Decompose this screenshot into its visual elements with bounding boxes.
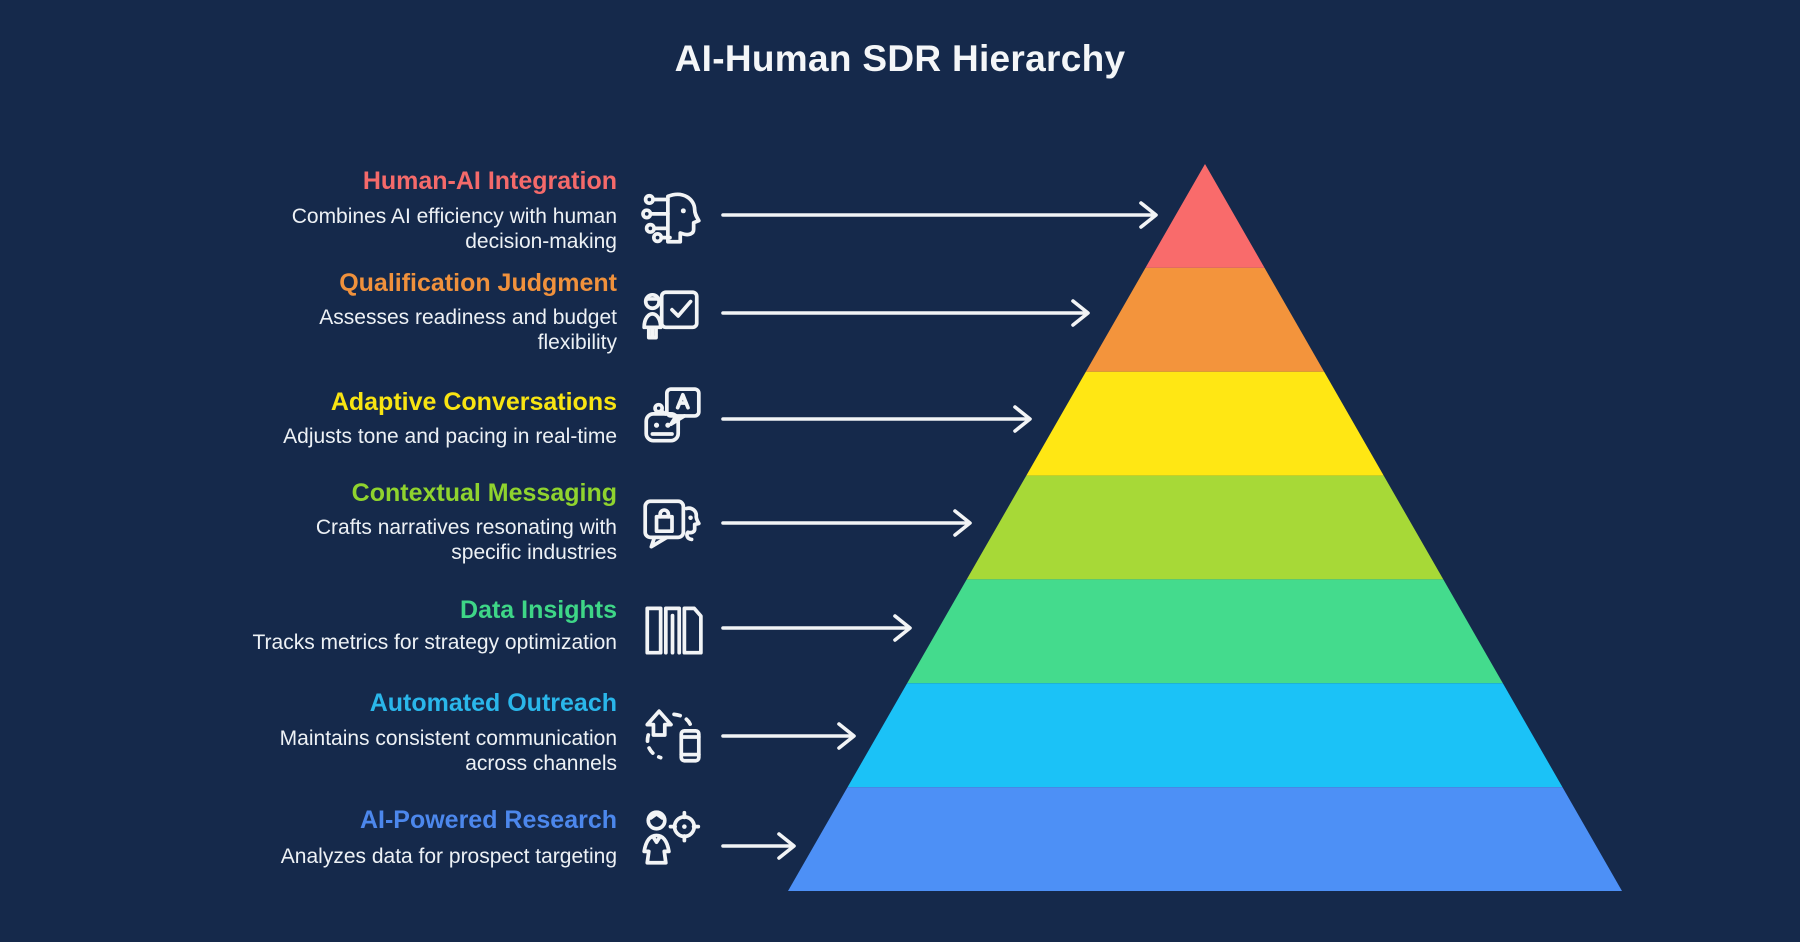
level-title: Adaptive Conversations <box>330 388 617 416</box>
level-description: Tracks metrics for strategy optimization <box>252 631 618 654</box>
message-bag-profile-icon <box>639 492 705 558</box>
level-title: Automated Outreach <box>369 689 617 717</box>
level-title: AI-Powered Research <box>359 806 617 834</box>
level-description: Crafts narratives resonating with specif… <box>315 516 617 564</box>
pyramid-band-qualification-judgment <box>1085 267 1325 372</box>
person-target-icon <box>639 805 705 871</box>
level-arrow <box>721 299 1090 327</box>
level-arrow <box>721 509 972 537</box>
pyramid-band-data-insights <box>907 579 1503 684</box>
level-description: Assesses readiness and budget flexibilit… <box>319 306 617 354</box>
bar-columns-icon <box>639 597 705 663</box>
pyramid-band-contextual-messaging <box>966 475 1444 580</box>
qualification-checkboard-icon <box>639 284 705 350</box>
level-title: Contextual Messaging <box>351 479 617 507</box>
level-description: Analyzes data for prospect targeting <box>280 845 617 868</box>
level-description: Maintains consistent communication acros… <box>279 727 617 775</box>
outreach-sync-phone-icon <box>639 703 705 769</box>
pyramid-band-automated-outreach <box>847 683 1563 788</box>
human-ai-head-icon <box>639 184 705 250</box>
level-title: Human-AI Integration <box>362 167 617 195</box>
level-arrow <box>721 722 856 750</box>
level-title: Qualification Judgment <box>339 269 617 297</box>
level-title: Data Insights <box>460 596 617 624</box>
level-arrow <box>721 614 912 642</box>
level-arrow <box>721 405 1032 433</box>
robot-chat-icon <box>639 385 705 451</box>
pyramid-band-adaptive-conversations <box>1026 371 1384 476</box>
level-arrow <box>721 201 1158 229</box>
pyramid-band-human-ai-integration <box>1145 164 1265 268</box>
pyramid-band-ai-powered-research <box>788 787 1622 891</box>
level-description: Adjusts tone and pacing in real-time <box>283 425 617 448</box>
level-description: Combines AI efficiency with human decisi… <box>291 205 617 253</box>
page-title: AI-Human SDR Hierarchy <box>674 38 1126 79</box>
level-arrow <box>721 832 796 860</box>
